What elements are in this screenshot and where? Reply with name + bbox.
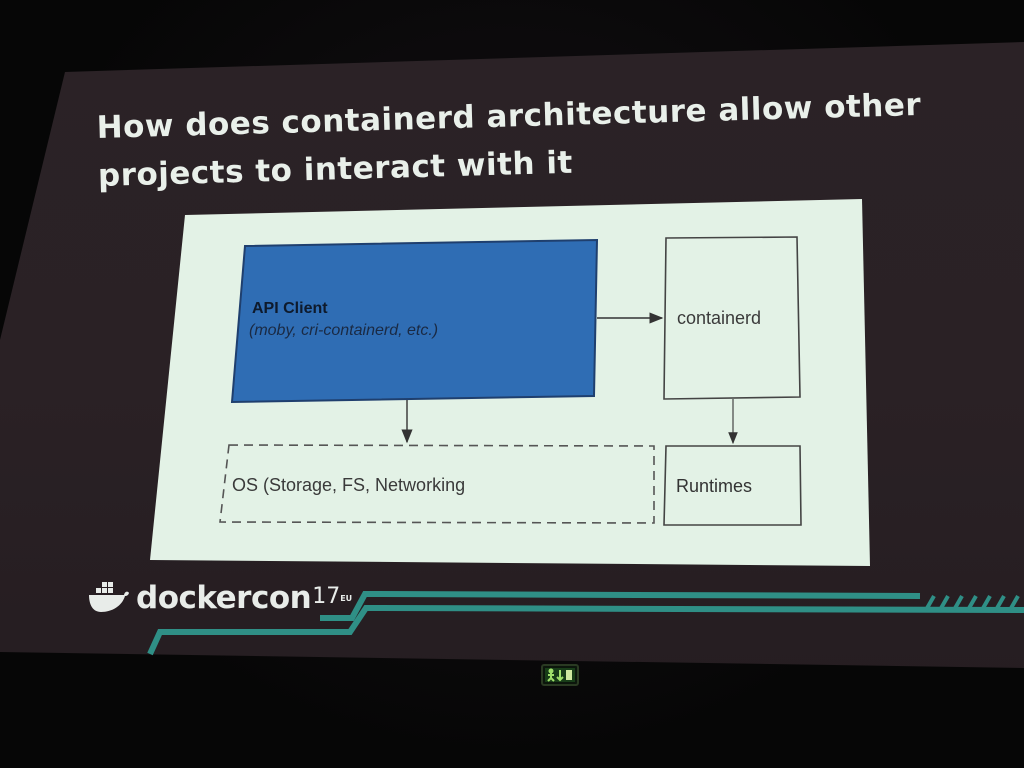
footer-stripe-lower: [147, 604, 1024, 656]
runtimes-label: Runtimes: [676, 476, 753, 496]
api-client-title: API Client: [252, 300, 328, 317]
footer-stripe-upper: [320, 590, 921, 621]
runtimes-box: [663, 445, 802, 526]
exit-sign-icon: [541, 664, 579, 686]
docker-whale-icon: [89, 582, 129, 612]
api-client-box: [230, 238, 599, 404]
dockercon-logo: dockercon 17 EU: [88, 578, 352, 618]
containerd-box: [663, 236, 801, 400]
containerd-label: containerd: [677, 308, 762, 328]
os-label: OS (Storage, FS, Networking: [232, 475, 466, 495]
exit-sign-glyph: [545, 668, 575, 682]
os-dashed-box: [219, 444, 655, 524]
brand-edition: 17: [312, 583, 341, 609]
api-client-subtitle: (moby, cri-containerd, etc.): [249, 322, 439, 339]
brand-name: dockercon: [136, 580, 312, 616]
footer-hatch-marks: [924, 595, 1020, 611]
brand-region: EU: [340, 593, 353, 603]
